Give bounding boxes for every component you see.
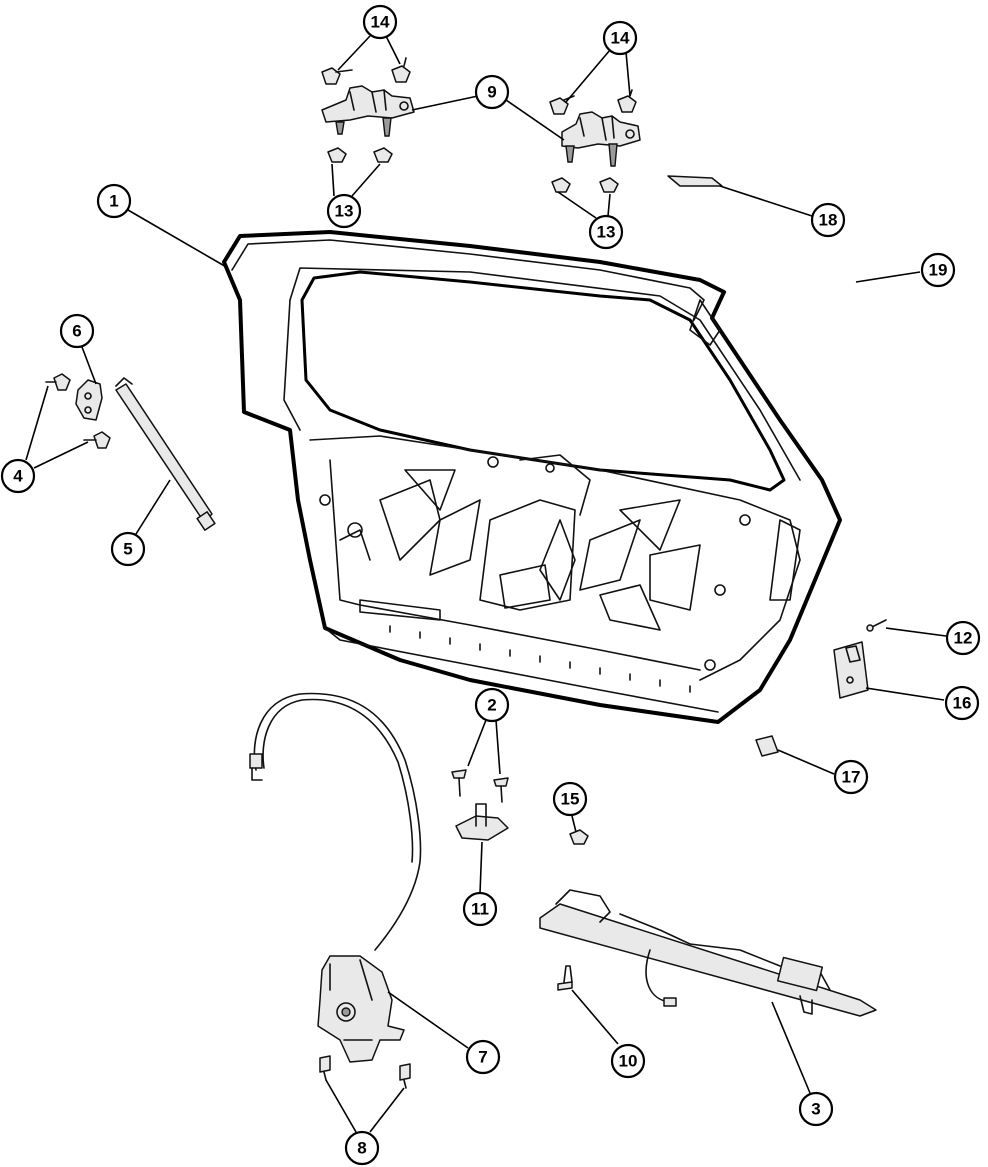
callout-6: 6 — [59, 313, 95, 349]
callout-label-19: 19 — [929, 261, 948, 280]
callout-15: 15 — [552, 781, 588, 817]
callout-3: 3 — [798, 1091, 834, 1127]
callout-label-3: 3 — [811, 1100, 820, 1119]
callout-label-9: 9 — [487, 83, 496, 102]
bolt-8-left — [319, 1055, 331, 1081]
callout-13-right: 13 — [588, 214, 624, 250]
nut-15 — [569, 829, 589, 845]
pad-18 — [667, 175, 723, 187]
callout-label-10: 10 — [619, 1052, 638, 1071]
hinge-left — [321, 85, 415, 137]
handle-assembly-3 — [539, 889, 877, 1017]
callout-label-4: 4 — [13, 467, 23, 486]
nut-13-left — [327, 147, 393, 163]
callout-8: 8 — [344, 1130, 380, 1166]
screw-12 — [866, 619, 887, 632]
callout-5: 5 — [110, 531, 146, 567]
callout-label-14-right: 14 — [611, 29, 630, 48]
leader-lines — [25, 35, 947, 1133]
bolt-4-upper — [45, 373, 71, 391]
hinge-right — [561, 111, 641, 167]
bolt-14-left-a — [321, 67, 353, 85]
callout-7: 7 — [465, 1039, 501, 1075]
callout-label-13-right: 13 — [597, 223, 616, 242]
callout-13-left: 13 — [326, 193, 362, 229]
liftgate-panel — [222, 230, 842, 724]
callout-17: 17 — [833, 759, 869, 795]
callout-14-left: 14 — [362, 4, 398, 40]
callout-label-17: 17 — [842, 768, 861, 787]
bolt-14-right-b — [617, 89, 637, 113]
callout-label-18: 18 — [819, 211, 838, 230]
callout-label-5: 5 — [123, 540, 132, 559]
callout-label-2: 2 — [487, 696, 496, 715]
callout-label-1: 1 — [109, 192, 118, 211]
callout-12: 12 — [945, 620, 981, 656]
callout-label-11: 11 — [471, 900, 489, 919]
callout-19: 19 — [920, 252, 956, 288]
callout-label-12: 12 — [954, 629, 973, 648]
callout-label-6: 6 — [72, 322, 81, 341]
bumper-17 — [755, 735, 779, 757]
callout-1: 1 — [96, 183, 132, 219]
bolt-14-right-a — [549, 95, 575, 115]
bolt-14-left-b — [391, 57, 411, 83]
callout-11: 11 — [462, 891, 498, 927]
callout-9: 9 — [474, 74, 510, 110]
nut-13-right — [551, 177, 619, 193]
callout-4: 4 — [0, 458, 36, 494]
callout-label-16: 16 — [953, 694, 972, 713]
bolt-4-lower — [83, 431, 111, 449]
strut-bracket-6 — [75, 379, 103, 421]
bumper-16 — [833, 641, 869, 699]
bolt-10 — [557, 965, 573, 991]
release-cable — [249, 692, 422, 951]
callout-2: 2 — [474, 687, 510, 723]
callout-label-13-left: 13 — [335, 202, 354, 221]
callout-label-14-left: 14 — [371, 13, 390, 32]
gas-strut-5 — [115, 377, 216, 531]
callout-10: 10 — [610, 1043, 646, 1079]
bolt-8-right — [399, 1063, 411, 1089]
callout-label-15: 15 — [561, 790, 580, 809]
liftgate-latch-7 — [317, 955, 405, 1063]
callout-label-7: 7 — [478, 1048, 487, 1067]
striker-11 — [455, 803, 509, 841]
screw-2-left — [451, 769, 467, 797]
callout-label-8: 8 — [357, 1139, 366, 1158]
screw-2-right — [493, 777, 509, 803]
callout-14-right: 14 — [602, 20, 638, 56]
callout-16: 16 — [944, 685, 980, 721]
callout-18: 18 — [810, 202, 846, 238]
